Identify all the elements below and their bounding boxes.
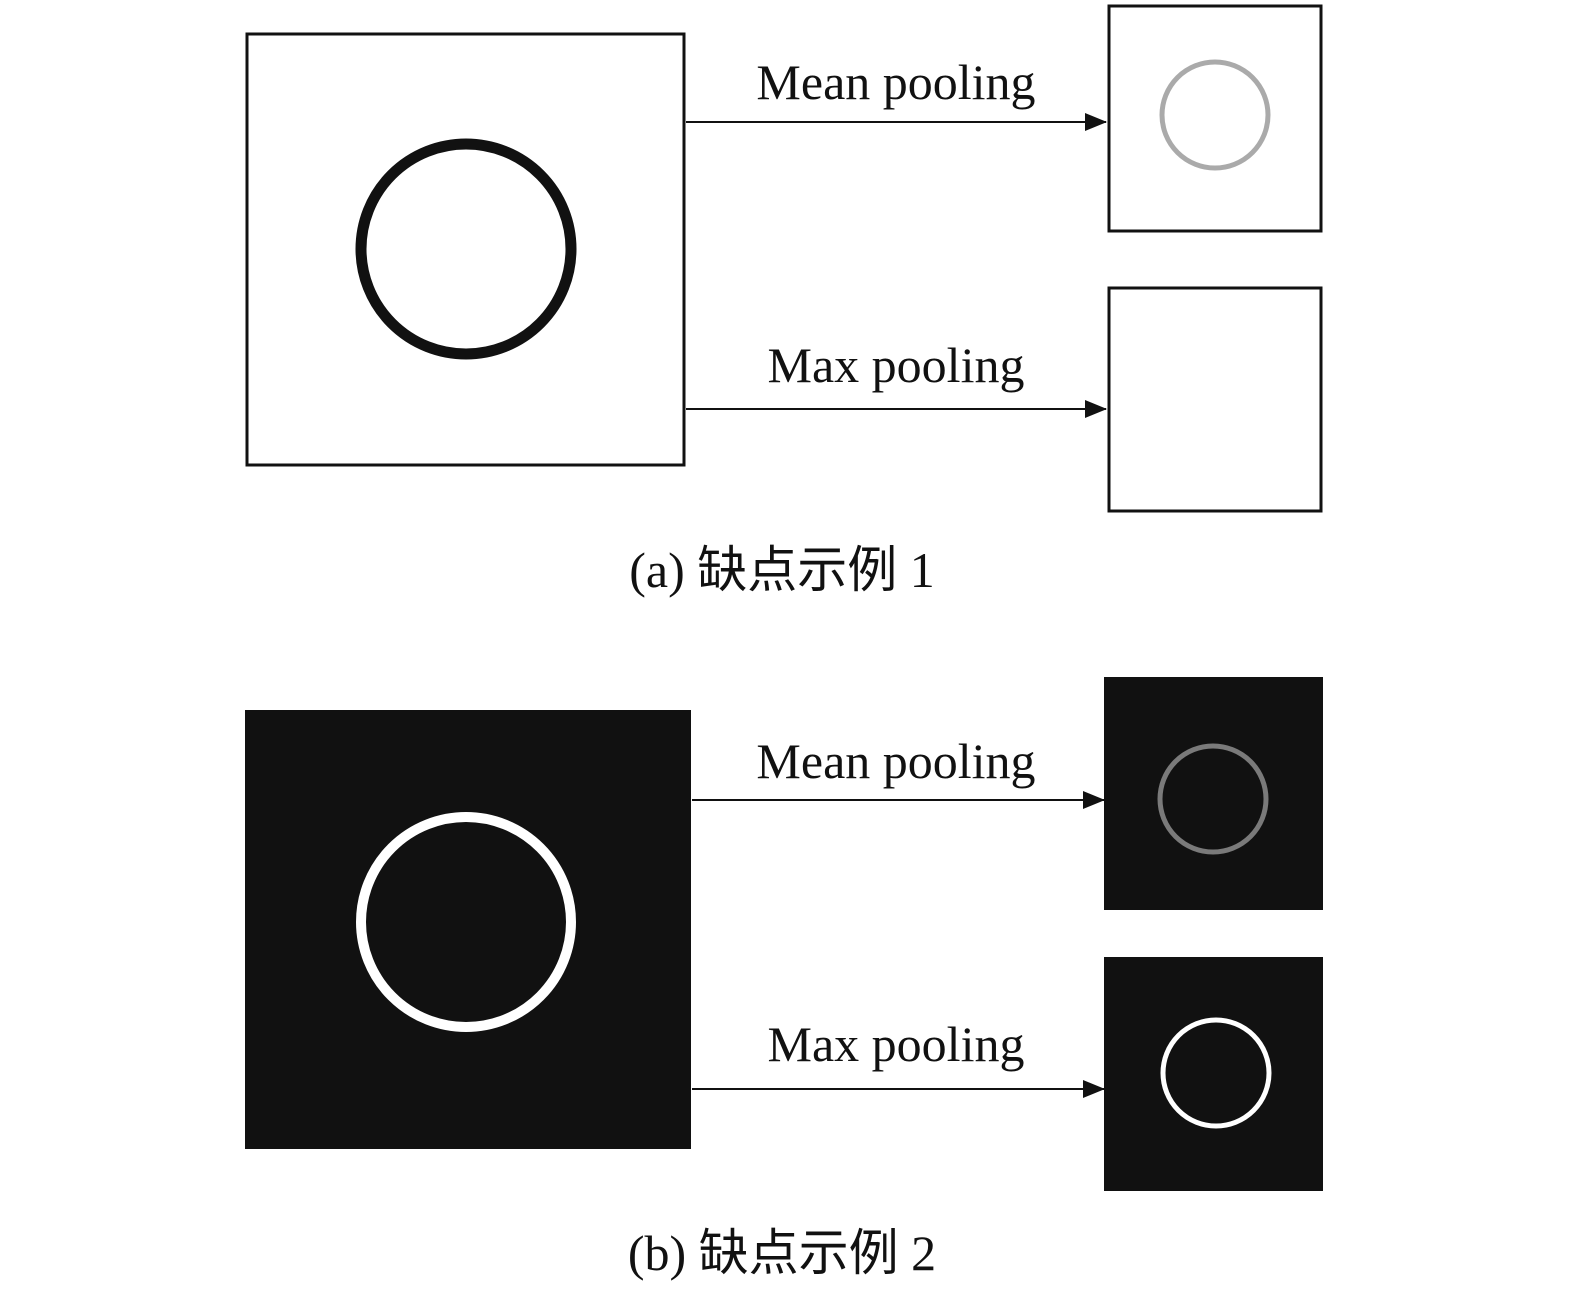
input-ring-a	[355, 138, 577, 360]
caption-a: (a) 缺点示例 1	[629, 542, 935, 598]
label-max-pooling-b: Max pooling	[768, 1016, 1025, 1072]
input-image-a	[245, 32, 686, 467]
panel-b: Mean pooling Max pooling (b) 缺点示例 2	[245, 677, 1323, 1281]
label-mean-pooling-b: Mean pooling	[756, 733, 1035, 789]
mean-pooling-ring-a	[1159, 59, 1271, 171]
label-max-pooling-a: Max pooling	[768, 337, 1025, 393]
mean-pooling-output-a	[1107, 4, 1323, 233]
label-mean-pooling-a: Mean pooling	[756, 54, 1035, 110]
max-pooling-output-b	[1104, 957, 1323, 1191]
max-pooling-ring-b	[1160, 1017, 1272, 1129]
caption-b: (b) 缺点示例 2	[628, 1225, 936, 1281]
input-image-b	[245, 710, 691, 1149]
panel-a: Mean pooling Max pooling (a) 缺点示例 1	[245, 4, 1323, 598]
max-pooling-output-a	[1107, 286, 1323, 513]
mean-pooling-ring-b	[1157, 743, 1269, 855]
mean-pooling-output-b	[1104, 677, 1323, 910]
input-ring-b	[356, 812, 576, 1032]
